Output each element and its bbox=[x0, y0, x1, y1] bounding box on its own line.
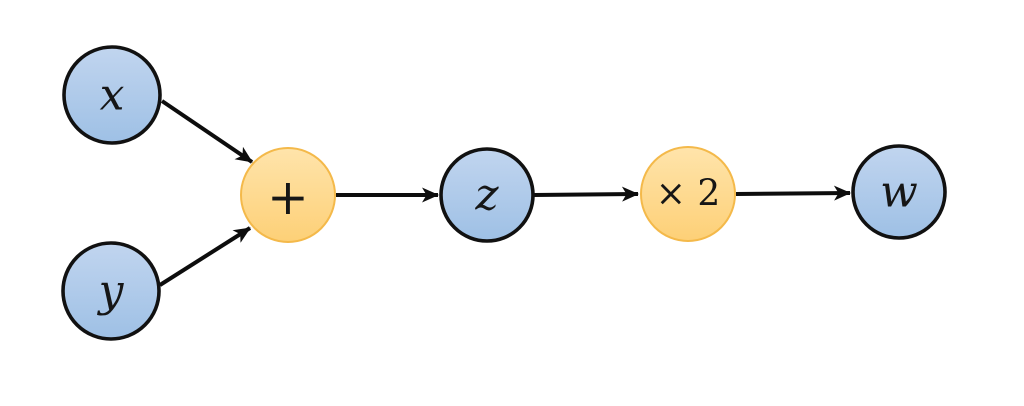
edge-arrow-x-to-plus bbox=[160, 99, 254, 164]
edge-layer bbox=[158, 99, 851, 287]
node-circle-plus bbox=[240, 147, 336, 243]
node-circle-z bbox=[439, 147, 535, 243]
node-circle-times2 bbox=[640, 146, 736, 242]
edge-arrow-times2-to-w bbox=[735, 185, 851, 201]
node-w: w bbox=[851, 144, 947, 240]
node-circle-x bbox=[62, 45, 162, 145]
node-circle-w bbox=[851, 144, 947, 240]
node-circle-y bbox=[61, 241, 161, 341]
node-label-y: y bbox=[97, 266, 125, 317]
node-label-plus: + bbox=[267, 168, 309, 226]
edge-arrow-y-to-plus bbox=[158, 226, 252, 287]
node-label-z: z bbox=[474, 170, 499, 221]
node-z: z bbox=[439, 147, 535, 243]
node-label-x: x bbox=[100, 70, 125, 121]
node-plus: + bbox=[240, 147, 336, 243]
edge-arrow-z-to-times2 bbox=[533, 186, 639, 202]
node-label-w: w bbox=[880, 167, 918, 218]
node-label-times2: × 2 bbox=[656, 174, 721, 215]
node-times2: × 2 bbox=[640, 146, 736, 242]
node-y: y bbox=[61, 241, 161, 341]
node-layer: x y + z × 2 w bbox=[61, 45, 947, 341]
node-x: x bbox=[62, 45, 162, 145]
